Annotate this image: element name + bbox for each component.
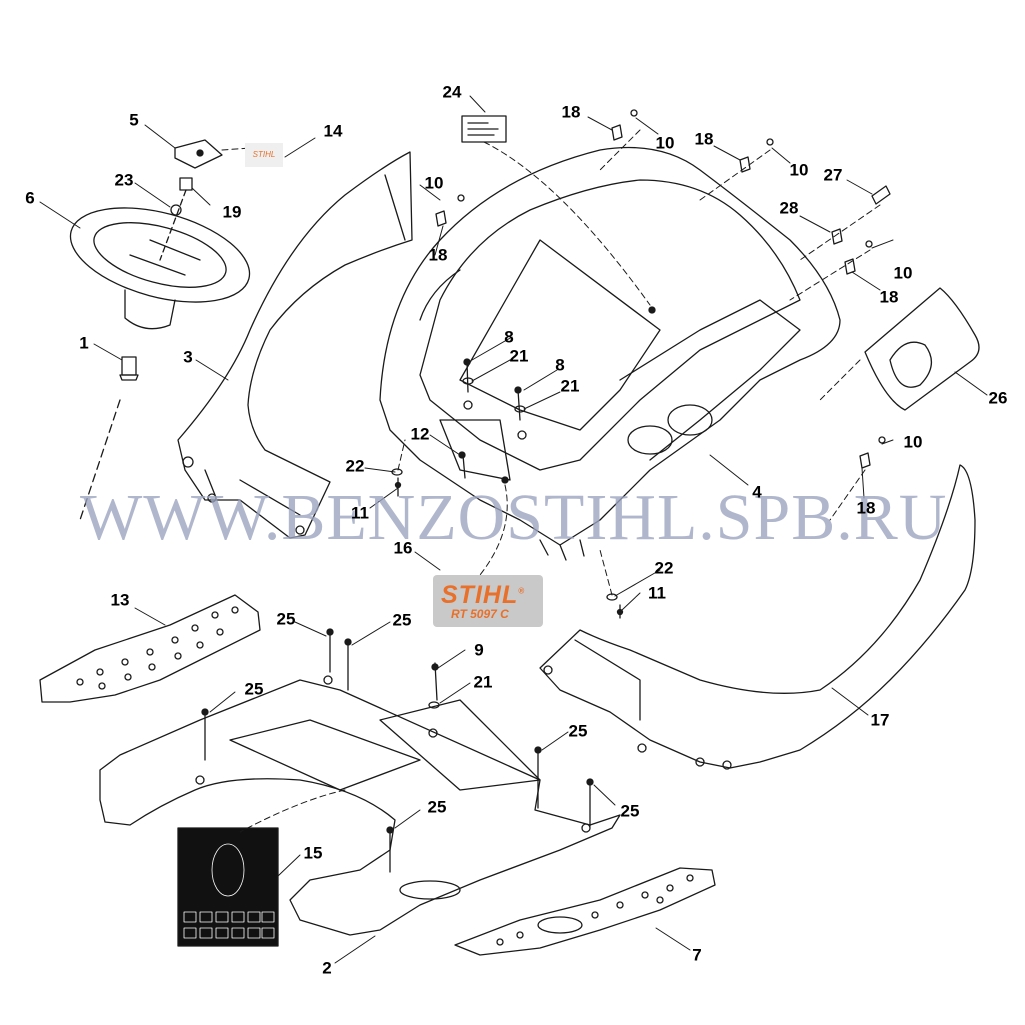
callout-11b[interactable]: 11 xyxy=(648,583,666,603)
callout-5[interactable]: 5 xyxy=(129,110,139,130)
callout-18e[interactable]: 18 xyxy=(856,498,876,518)
callout-21c[interactable]: 21 xyxy=(473,672,493,692)
callout-17[interactable]: 17 xyxy=(870,710,890,730)
part-2-floor-pan[interactable] xyxy=(99,675,621,936)
brand-text: STIHL® xyxy=(441,581,526,609)
screws xyxy=(201,185,891,873)
model-text: RT 5097 C xyxy=(451,607,509,621)
callout-10e[interactable]: 10 xyxy=(903,432,923,452)
callout-15[interactable]: 15 xyxy=(303,843,323,863)
callout-23[interactable]: 23 xyxy=(114,170,134,190)
callout-9[interactable]: 9 xyxy=(474,640,484,660)
callout-27[interactable]: 27 xyxy=(823,165,843,185)
callout-4[interactable]: 4 xyxy=(752,482,762,502)
part-24-label[interactable] xyxy=(461,115,507,143)
callout-1[interactable]: 1 xyxy=(79,333,89,353)
callout-25a[interactable]: 25 xyxy=(276,609,296,629)
callout-28[interactable]: 28 xyxy=(779,198,799,218)
callout-14[interactable]: 14 xyxy=(323,121,343,141)
callout-10b[interactable]: 10 xyxy=(655,133,675,153)
callout-8a[interactable]: 8 xyxy=(504,327,514,347)
part-15-decal[interactable] xyxy=(177,827,279,947)
mini-brand-text: STIHL xyxy=(252,150,276,159)
assembly-dashes xyxy=(221,129,881,833)
part-4-hood[interactable] xyxy=(379,146,841,561)
callout-3[interactable]: 3 xyxy=(183,347,193,367)
steering-shaft xyxy=(79,399,121,521)
callout-25e[interactable]: 25 xyxy=(620,801,640,821)
hub-dash xyxy=(159,189,187,261)
callout-16[interactable]: 16 xyxy=(393,538,413,558)
callout-18a[interactable]: 18 xyxy=(561,102,581,122)
callout-10a[interactable]: 10 xyxy=(424,173,444,193)
clips xyxy=(435,109,886,469)
callout-26[interactable]: 26 xyxy=(988,388,1008,408)
callout-10c[interactable]: 10 xyxy=(789,160,809,180)
callout-21b[interactable]: 21 xyxy=(560,376,580,396)
part-26-rear-cover[interactable] xyxy=(864,287,980,411)
callout-11a[interactable]: 11 xyxy=(351,503,369,523)
callout-6[interactable]: 6 xyxy=(25,188,35,208)
leader-lines xyxy=(39,95,988,964)
callout-13[interactable]: 13 xyxy=(110,590,130,610)
part-13-left-footplate[interactable] xyxy=(39,594,261,703)
callout-25d[interactable]: 25 xyxy=(568,721,588,741)
part-1-bushing[interactable] xyxy=(119,356,139,381)
callout-24[interactable]: 24 xyxy=(442,82,462,102)
callout-21a[interactable]: 21 xyxy=(509,346,529,366)
callout-18c[interactable]: 18 xyxy=(428,245,448,265)
part-3-left-panel[interactable] xyxy=(177,151,413,539)
watermark: WWW.BENZOSTIHL.SPB.RU xyxy=(80,481,948,554)
part-19-nut[interactable] xyxy=(179,177,193,191)
callout-22a[interactable]: 22 xyxy=(345,456,365,476)
part-16-brand-decal[interactable]: STIHL® RT 5097 C xyxy=(433,575,543,627)
callout-25f[interactable]: 25 xyxy=(427,797,447,817)
callout-12[interactable]: 12 xyxy=(410,424,430,444)
callout-7[interactable]: 7 xyxy=(692,945,702,965)
part-6-steering-wheel[interactable] xyxy=(60,191,259,330)
callout-22b[interactable]: 22 xyxy=(654,558,674,578)
callout-10d[interactable]: 10 xyxy=(893,263,913,283)
callout-8b[interactable]: 8 xyxy=(555,355,565,375)
part-23-washer[interactable] xyxy=(170,204,182,216)
part-17-right-fender[interactable] xyxy=(539,464,976,770)
callout-18b[interactable]: 18 xyxy=(694,129,714,149)
mini-brand-decal: STIHL xyxy=(245,143,283,167)
part-5-cap[interactable] xyxy=(174,139,223,169)
callout-18d[interactable]: 18 xyxy=(879,287,899,307)
part-7-right-footplate[interactable] xyxy=(454,867,716,956)
callout-25c[interactable]: 25 xyxy=(244,679,264,699)
callout-19[interactable]: 19 xyxy=(222,202,242,222)
callout-25b[interactable]: 25 xyxy=(392,610,412,630)
callout-2[interactable]: 2 xyxy=(322,958,332,978)
